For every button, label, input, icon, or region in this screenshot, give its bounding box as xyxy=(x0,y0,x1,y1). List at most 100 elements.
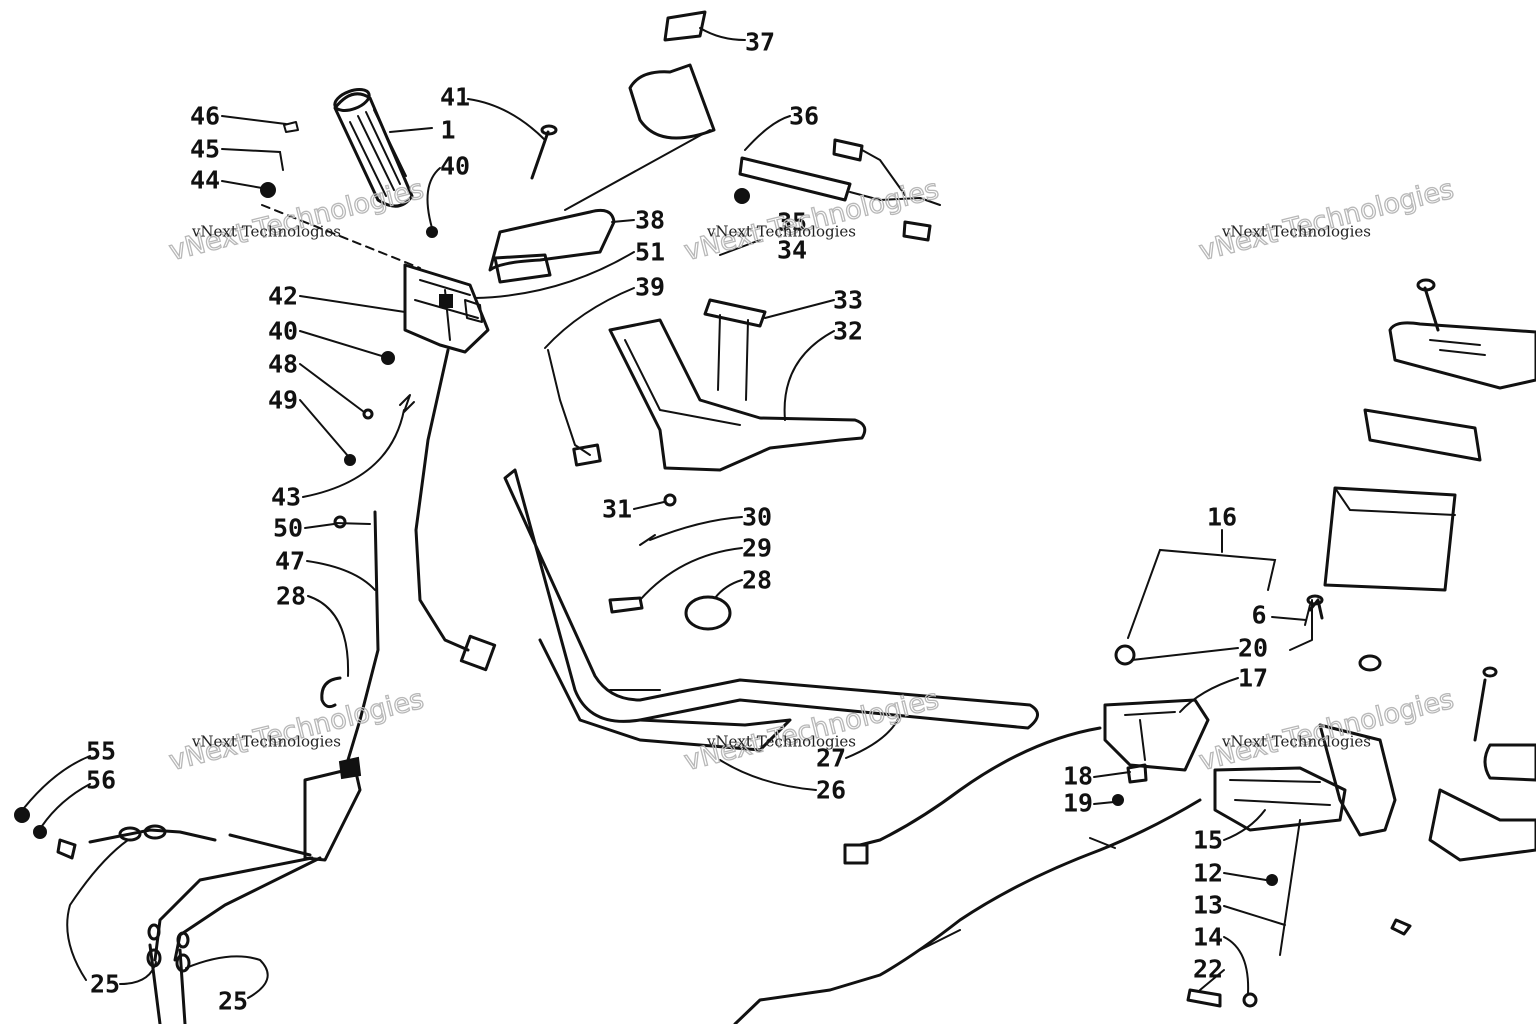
part-drawings xyxy=(14,10,1536,1024)
screw-30-drawing xyxy=(639,534,656,546)
callout-c35: 35 xyxy=(777,208,807,237)
callout-c50: 50 xyxy=(273,514,303,543)
callout-c17: 17 xyxy=(1238,664,1268,693)
nut-49-drawing xyxy=(344,454,356,466)
callout-c30: 30 xyxy=(742,503,772,532)
callout-c33: 33 xyxy=(833,286,863,315)
callout-c43: 43 xyxy=(271,483,301,512)
callout-c16: 16 xyxy=(1207,503,1237,532)
callout-c1: 1 xyxy=(440,116,455,145)
callout-c44: 44 xyxy=(190,166,220,195)
housing-wire-connector xyxy=(459,634,497,672)
clip-18-drawing xyxy=(1126,763,1148,784)
screw-31-drawing xyxy=(663,493,677,507)
nut-12-drawing xyxy=(1266,874,1278,886)
screw-19-drawing xyxy=(1112,794,1124,806)
watermark-large-text: vNext Technologies xyxy=(166,684,427,777)
callout-c20: 20 xyxy=(1238,634,1268,663)
right-grip-drawing xyxy=(1390,666,1536,936)
throttle-lever-drawing xyxy=(488,129,711,284)
bolt-13-drawing xyxy=(1279,819,1301,956)
callout-c47: 47 xyxy=(275,547,305,576)
fitting-22-drawing xyxy=(1186,988,1222,1008)
callout-c15: 15 xyxy=(1193,826,1223,855)
watermark-small-text: vNext Technologies xyxy=(1221,223,1371,241)
callout-c25a: 25 xyxy=(90,970,120,999)
handlebar-pad-drawing xyxy=(608,298,867,472)
spring-43-drawing xyxy=(399,394,415,413)
callout-c29: 29 xyxy=(742,534,772,563)
callout-c56: 56 xyxy=(86,766,116,795)
watermark-large-text: vNext Technologies xyxy=(1196,684,1457,777)
choke-cable-drawing xyxy=(14,807,217,860)
bolt-6-drawing xyxy=(1304,604,1311,626)
leader-lines xyxy=(23,27,1307,999)
callout-c12: 12 xyxy=(1193,859,1223,888)
watermark-large-text: vNext Technologies xyxy=(1196,174,1457,267)
throttle-cable-drawing xyxy=(320,510,380,772)
watermark-small-text: vNext Technologies xyxy=(1221,733,1371,751)
clamp-34-drawing xyxy=(719,239,761,256)
callout-c49: 49 xyxy=(268,386,298,415)
housing-wire-drawing xyxy=(414,348,470,652)
nut-40b-drawing xyxy=(381,351,395,365)
washer-48-drawing xyxy=(362,408,374,420)
throttle-block-drawing xyxy=(146,756,362,1024)
callout-c40b: 40 xyxy=(268,317,298,346)
callout-c36: 36 xyxy=(789,102,819,131)
callout-c26: 26 xyxy=(816,776,846,805)
callout-c45: 45 xyxy=(190,135,220,164)
bolt-41-drawing xyxy=(530,130,550,180)
handlebar-tube-drawing xyxy=(503,468,1039,752)
callout-c51: 51 xyxy=(635,238,665,267)
bracket-16-drawing xyxy=(1127,548,1277,639)
watermark-small-text: vNext Technologies xyxy=(706,733,856,751)
watermark-small-text: vNext Technologies xyxy=(706,223,856,241)
callout-c31: 31 xyxy=(602,495,632,524)
callout-c6: 6 xyxy=(1251,601,1266,630)
wire-39-drawing xyxy=(547,349,591,456)
bolt-35-drawing xyxy=(734,188,750,204)
callout-c48: 48 xyxy=(268,350,298,379)
left-grip-drawing xyxy=(333,88,414,208)
callout-c40a: 40 xyxy=(440,152,470,181)
watermark-small-text: vNext Technologies xyxy=(191,223,341,241)
switch-housing-17-drawing xyxy=(1103,644,1210,772)
watermark-large-text: vNext Technologies xyxy=(681,174,942,267)
housing-17-wire-drawing xyxy=(858,726,1102,847)
callout-c28a: 28 xyxy=(742,566,772,595)
switch-36-37-drawing xyxy=(628,10,941,242)
callout-c42: 42 xyxy=(268,282,298,311)
callout-c39: 39 xyxy=(635,273,665,302)
callout-c19: 19 xyxy=(1063,789,1093,818)
clip-29-drawing xyxy=(608,596,644,614)
banjo-14-drawing xyxy=(1242,992,1258,1008)
callout-c32: 32 xyxy=(833,317,863,346)
callout-c25b: 25 xyxy=(218,987,248,1016)
callout-c37: 37 xyxy=(745,28,775,57)
clamp-28-drawing xyxy=(684,595,732,631)
watermark-large-text: vNext Technologies xyxy=(681,684,942,777)
callout-c22: 22 xyxy=(1193,955,1223,984)
callout-c18: 18 xyxy=(1063,762,1093,791)
callout-c34: 34 xyxy=(777,236,807,265)
callout-c14: 14 xyxy=(1193,923,1223,952)
watermark-small-text: vNext Technologies xyxy=(191,733,341,751)
brake-lever-assembly-drawing xyxy=(1213,723,1397,837)
callout-c41: 41 xyxy=(440,83,470,112)
screw-hardware-drawing xyxy=(260,121,421,269)
brake-hose-drawing xyxy=(733,798,1202,1024)
callout-c46: 46 xyxy=(190,102,220,131)
callout-c27: 27 xyxy=(816,744,846,773)
brake-reservoir-drawing xyxy=(1289,278,1536,672)
callout-c28b: 28 xyxy=(276,582,306,611)
throttle-housing-drawing xyxy=(403,263,490,354)
callout-c13: 13 xyxy=(1193,891,1223,920)
